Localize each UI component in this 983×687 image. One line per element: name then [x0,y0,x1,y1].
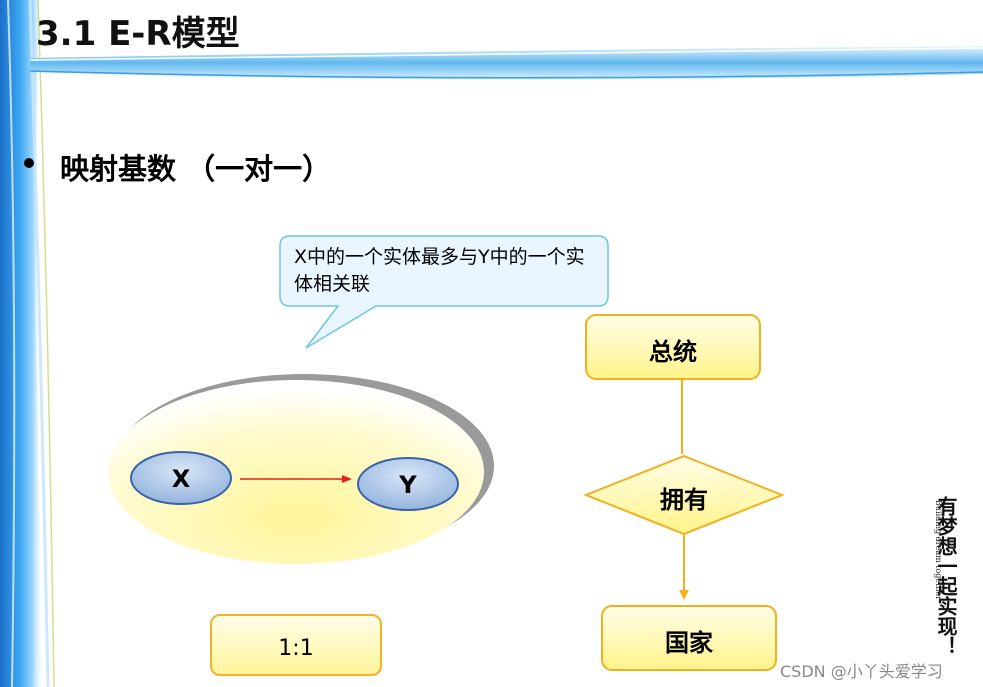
slide-title: 3.1 E-R模型 [36,14,240,54]
calligraphy-decoration: 有梦想一起实现！ Building dream together [934,496,983,686]
calligraphy-text: 有梦想一起实现！ [934,496,958,656]
entity-president-label: 总统 [649,338,697,366]
mapping-ellipse [108,380,484,564]
entity-y-oval [357,457,459,511]
relationship-label: 拥有 [660,486,708,514]
entity-president-box [585,314,761,380]
entity-x-oval [130,451,232,505]
bullet-heading: 映射基数 （一对一） [60,152,332,186]
bullet-icon [24,158,34,168]
entity-country-box [601,605,777,671]
calligraphy-subtext: Building dream together [934,500,943,601]
entity-country-label: 国家 [665,629,713,657]
entity-x-label: X [171,465,191,493]
ratio-label: 1:1 [278,636,314,661]
watermark: CSDN @小丫头爱学习 [780,662,943,681]
callout-bubble [279,235,609,349]
ratio-box [210,614,382,676]
callout-text: X中的一个实体最多与Y中的一个实体相关联 [294,246,585,295]
entity-y-label: Y [399,471,417,499]
